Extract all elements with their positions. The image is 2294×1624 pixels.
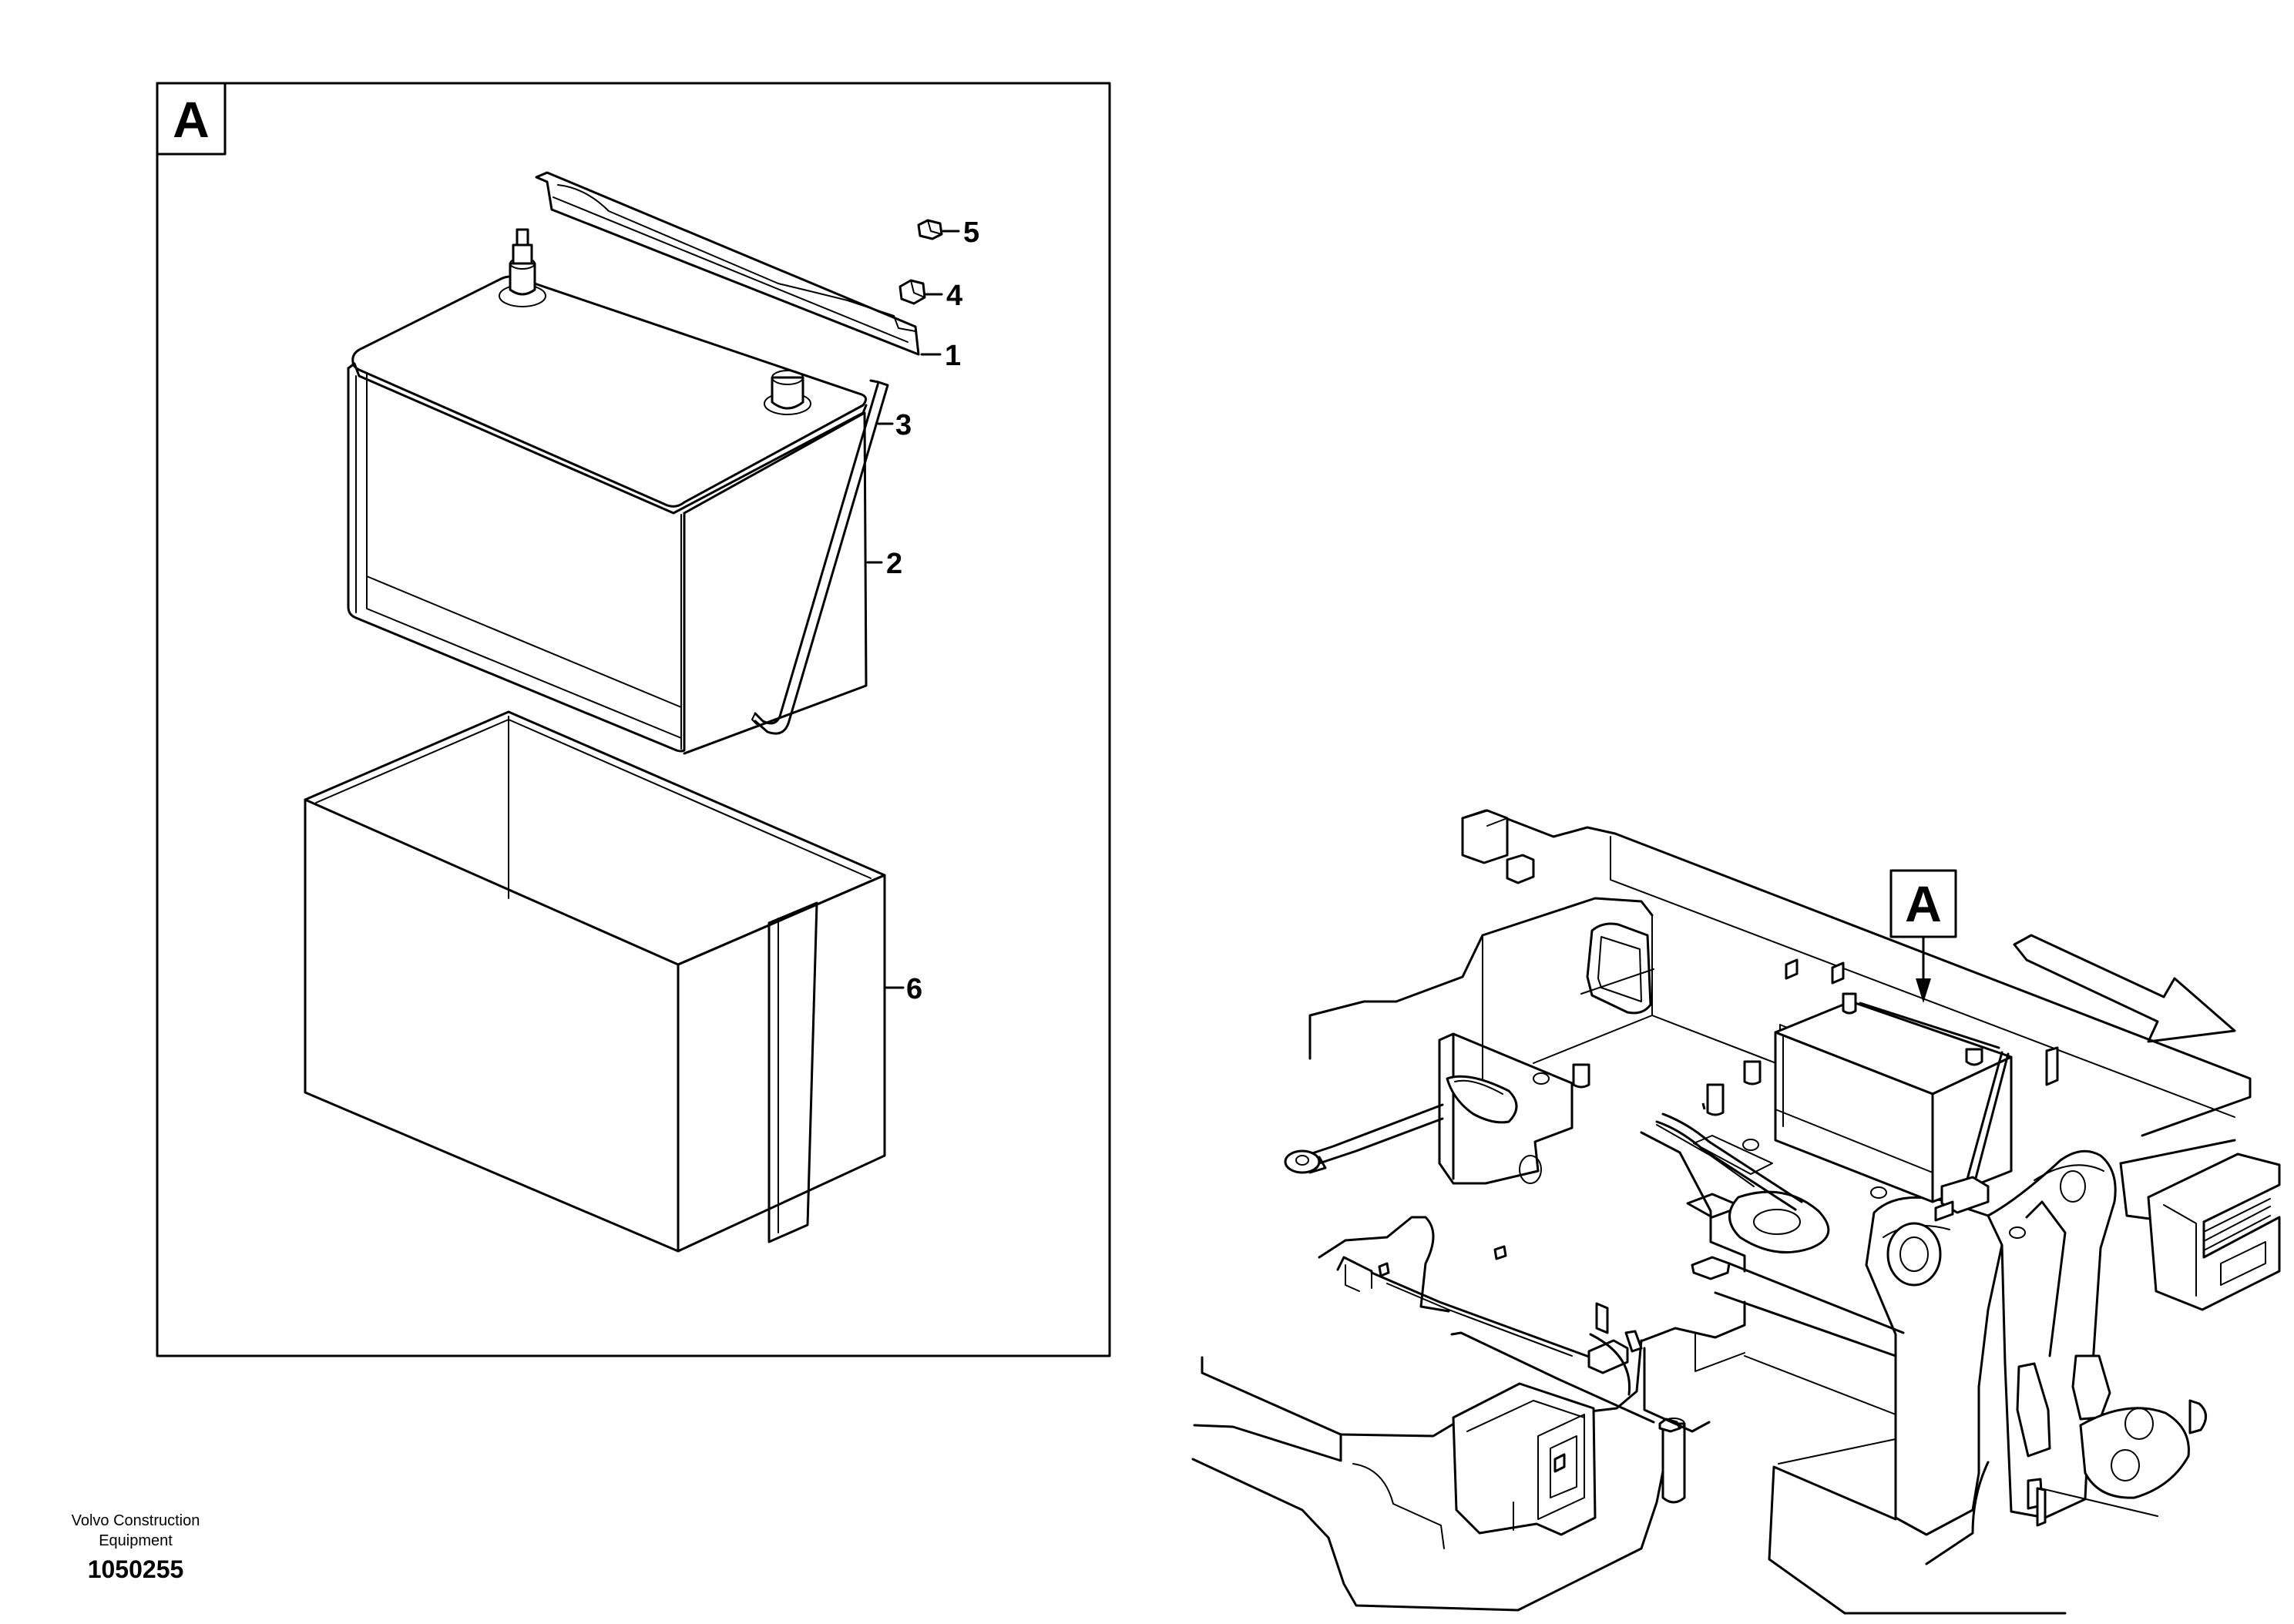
reference-number: 1050255 bbox=[88, 1555, 184, 1583]
deck-fasteners bbox=[1378, 958, 2059, 1277]
callout-3: 3 bbox=[877, 409, 912, 441]
detail-view-letter-box bbox=[156, 82, 227, 156]
callout-label-5: 5 bbox=[963, 216, 979, 249]
machine-frame-overview: A bbox=[1191, 809, 2281, 1615]
battery-drawing bbox=[347, 228, 868, 755]
detail-view-panel: A bbox=[156, 82, 1111, 1357]
callout-label-3: 3 bbox=[895, 409, 912, 441]
battery-terminal-right bbox=[764, 370, 811, 415]
overview-view-letter: A bbox=[1905, 875, 1942, 932]
overview-battery bbox=[1774, 992, 2013, 1222]
callout-6: 6 bbox=[883, 973, 922, 1005]
hold-down-bracket-drawing bbox=[535, 171, 920, 356]
detail-view-letter: A bbox=[173, 91, 210, 148]
nut-drawing-5 bbox=[917, 219, 943, 240]
callout-label-2: 2 bbox=[886, 548, 902, 580]
callout-4: 4 bbox=[925, 280, 962, 312]
forward-direction-arrow bbox=[2013, 934, 2236, 1043]
overview-view-marker: A bbox=[1889, 869, 1957, 1003]
credit-block: Volvo Construction Equipment 1050255 bbox=[72, 1512, 200, 1583]
boom-foot-lugs bbox=[2016, 1354, 2207, 1517]
detail-view-frame bbox=[156, 82, 1111, 1357]
callout-label-1: 1 bbox=[945, 340, 961, 372]
right-rear-mount bbox=[2119, 1139, 2281, 1311]
j-bolt-drawing bbox=[751, 379, 889, 735]
callout-2: 2 bbox=[866, 548, 902, 580]
callout-label-6: 6 bbox=[906, 973, 922, 1005]
callout-1: 1 bbox=[920, 340, 961, 372]
battery-box-drawing bbox=[304, 710, 886, 1253]
credit-line-2: Equipment bbox=[99, 1532, 173, 1549]
boom-swing-bracket bbox=[1865, 1149, 2117, 1536]
credit-line-1: Volvo Construction bbox=[72, 1512, 200, 1529]
deck-posts bbox=[1572, 1060, 1762, 1116]
nut-drawing-4 bbox=[898, 279, 926, 305]
callout-label-4: 4 bbox=[946, 280, 962, 312]
lower-track-frame bbox=[1191, 1256, 2067, 1615]
battery-terminal-left bbox=[499, 228, 546, 307]
callout-5: 5 bbox=[942, 216, 979, 249]
